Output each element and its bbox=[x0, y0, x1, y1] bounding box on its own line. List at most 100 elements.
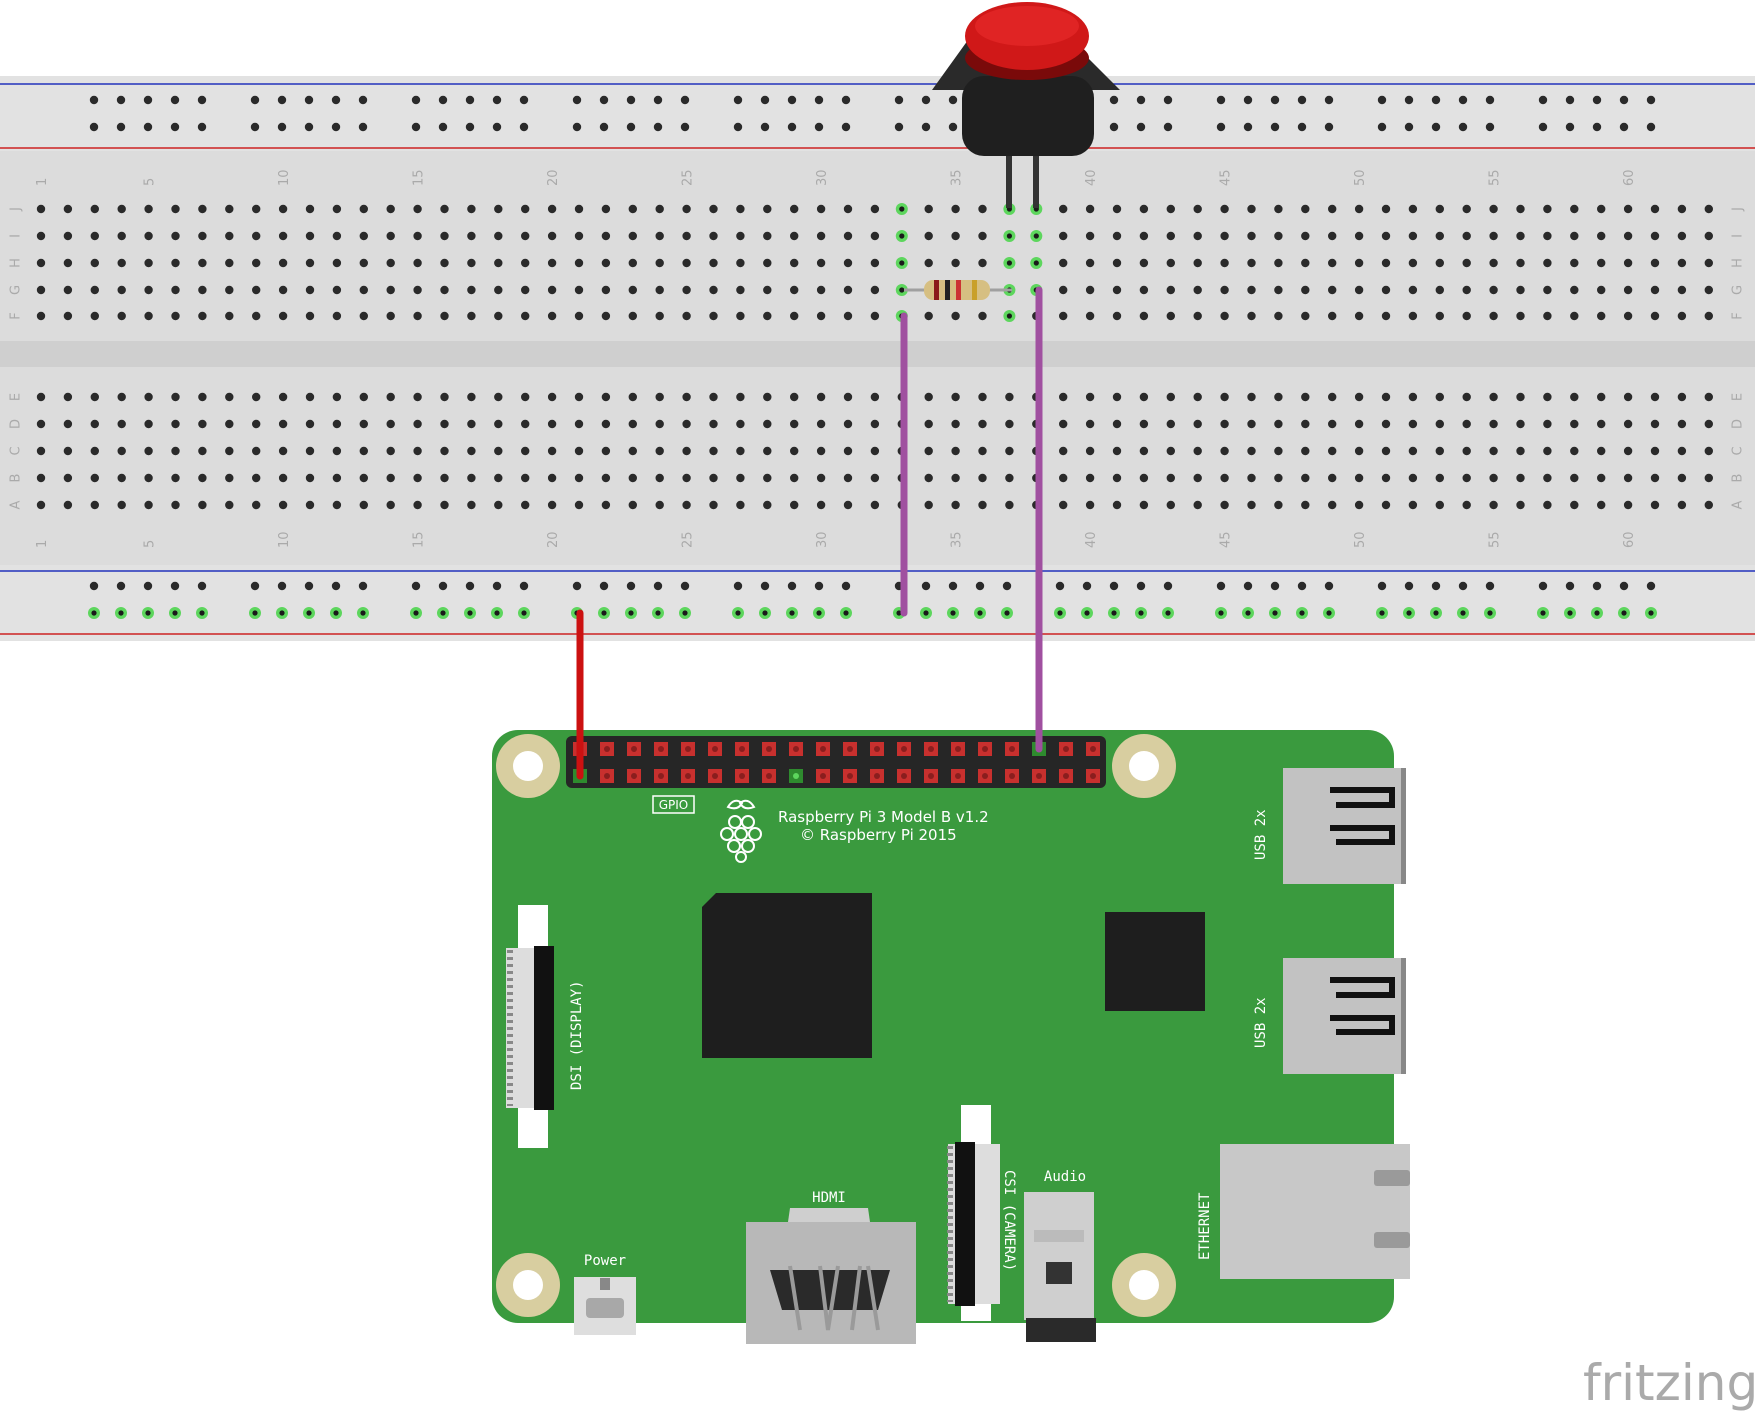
power-rail-hole bbox=[1055, 581, 1065, 591]
breadboard-hole bbox=[1489, 231, 1498, 241]
breadboard-hole bbox=[1704, 446, 1714, 456]
breadboard-hole bbox=[978, 446, 987, 456]
row-letter: D bbox=[9, 419, 24, 429]
power-rail-hole-center bbox=[1057, 610, 1063, 616]
breadboard-hole bbox=[90, 473, 100, 483]
breadboard-hole bbox=[252, 446, 261, 456]
breadboard-hole bbox=[655, 258, 664, 268]
column-label: 55 bbox=[1488, 169, 1503, 186]
breadboard-hole bbox=[467, 392, 476, 402]
breadboard-hole bbox=[1543, 204, 1552, 214]
power-rail-hole-center bbox=[923, 610, 929, 616]
breadboard-hole bbox=[870, 204, 880, 214]
breadboard-hole bbox=[1112, 258, 1122, 268]
power-rail-hole bbox=[358, 122, 368, 132]
power-rail-hole bbox=[680, 95, 690, 105]
power-rail-hole bbox=[599, 95, 609, 105]
breadboard-hole bbox=[1381, 446, 1391, 456]
gpio-pin-center bbox=[820, 773, 826, 779]
breadboard-hole bbox=[1408, 392, 1418, 402]
breadboard-hole bbox=[1005, 419, 1014, 429]
breadboard-hole bbox=[1462, 258, 1471, 268]
row-letter: A bbox=[9, 500, 24, 509]
column-label: 50 bbox=[1353, 531, 1368, 548]
breadboard-hole bbox=[1489, 258, 1498, 268]
breadboard-hole bbox=[1328, 311, 1337, 321]
mounting-hole bbox=[1112, 1253, 1176, 1317]
breadboard-hole bbox=[1597, 446, 1606, 456]
power-rail-hole bbox=[599, 581, 609, 591]
row-letter: D bbox=[1731, 419, 1746, 429]
breadboard-hole bbox=[90, 446, 100, 456]
gpio-pin-center bbox=[739, 773, 745, 779]
breadboard-hole bbox=[1059, 500, 1068, 510]
breadboard-hole bbox=[1489, 392, 1498, 402]
breadboard-hole bbox=[1623, 204, 1633, 214]
breadboard-hole bbox=[144, 446, 153, 456]
breadboard-hole bbox=[763, 231, 772, 241]
breadboard-hole bbox=[63, 419, 73, 429]
breadboard-hole bbox=[198, 392, 207, 402]
breadboard-hole bbox=[1623, 311, 1633, 321]
breadboard-hole bbox=[1166, 204, 1176, 214]
power-rail-hole bbox=[1243, 122, 1253, 132]
usb-top-label: USB 2x bbox=[1253, 809, 1269, 860]
power-rail-hole bbox=[277, 581, 287, 591]
breadboard-hole bbox=[386, 419, 395, 429]
breadboard-hole bbox=[1193, 473, 1202, 483]
breadboard-hole bbox=[924, 392, 933, 402]
breadboard-hole bbox=[117, 258, 126, 268]
power-rail-hole bbox=[143, 122, 153, 132]
breadboard-hole bbox=[655, 500, 664, 510]
power-rail-hole bbox=[948, 122, 958, 132]
breadboard-hole bbox=[198, 500, 207, 510]
breadboard-hole bbox=[332, 231, 342, 241]
breadboard-hole bbox=[655, 446, 664, 456]
power-rail-hole bbox=[170, 581, 180, 591]
breadboard-hole bbox=[494, 473, 503, 483]
power-rail-hole bbox=[1592, 122, 1602, 132]
breadboard-hole bbox=[278, 500, 288, 510]
power-rail-hole bbox=[1216, 122, 1226, 132]
breadboard-hole bbox=[1677, 392, 1687, 402]
breadboard-hole bbox=[359, 446, 368, 456]
breadboard-hole bbox=[359, 285, 368, 295]
breadboard-hole bbox=[816, 392, 826, 402]
resistor bbox=[904, 280, 1012, 300]
breadboard-hole bbox=[1139, 446, 1149, 456]
breadboard-hole bbox=[709, 231, 718, 241]
column-label: 50 bbox=[1353, 169, 1368, 186]
power-rail-hole bbox=[1324, 122, 1334, 132]
power-rail-hole bbox=[1592, 95, 1602, 105]
breadboard-hole bbox=[305, 473, 315, 483]
breadboard-hole bbox=[386, 285, 395, 295]
ethernet-label: ETHERNET bbox=[1197, 1192, 1213, 1260]
breadboard-hole bbox=[252, 473, 261, 483]
breadboard-hole bbox=[763, 258, 772, 268]
breadboard-hole bbox=[1704, 419, 1714, 429]
breadboard-hole bbox=[1623, 231, 1633, 241]
power-rail-hole bbox=[1324, 95, 1334, 105]
breadboard-hole bbox=[682, 285, 691, 295]
breadboard-hole bbox=[63, 285, 73, 295]
breadboard-hole bbox=[682, 446, 691, 456]
power-port bbox=[574, 1277, 636, 1335]
breadboard-hole bbox=[1381, 473, 1391, 483]
power-rail-hole bbox=[1216, 95, 1226, 105]
power-rail-hole bbox=[1404, 95, 1414, 105]
breadboard-hole bbox=[1354, 204, 1364, 214]
power-rail-hole bbox=[1377, 122, 1387, 132]
power-rail-hole bbox=[438, 122, 448, 132]
breadboard-hole bbox=[547, 392, 557, 402]
breadboard-hole bbox=[198, 258, 207, 268]
power-rail-hole bbox=[116, 581, 126, 591]
breadboard-hole bbox=[1623, 258, 1633, 268]
breadboard-hole bbox=[1435, 311, 1445, 321]
power-rail-hole bbox=[89, 581, 99, 591]
breadboard-hole bbox=[1274, 258, 1283, 268]
breadboard-hole bbox=[1381, 311, 1391, 321]
power-rail-hole-center bbox=[306, 610, 312, 616]
breadboard-hole bbox=[467, 500, 476, 510]
center-channel bbox=[0, 341, 1755, 367]
